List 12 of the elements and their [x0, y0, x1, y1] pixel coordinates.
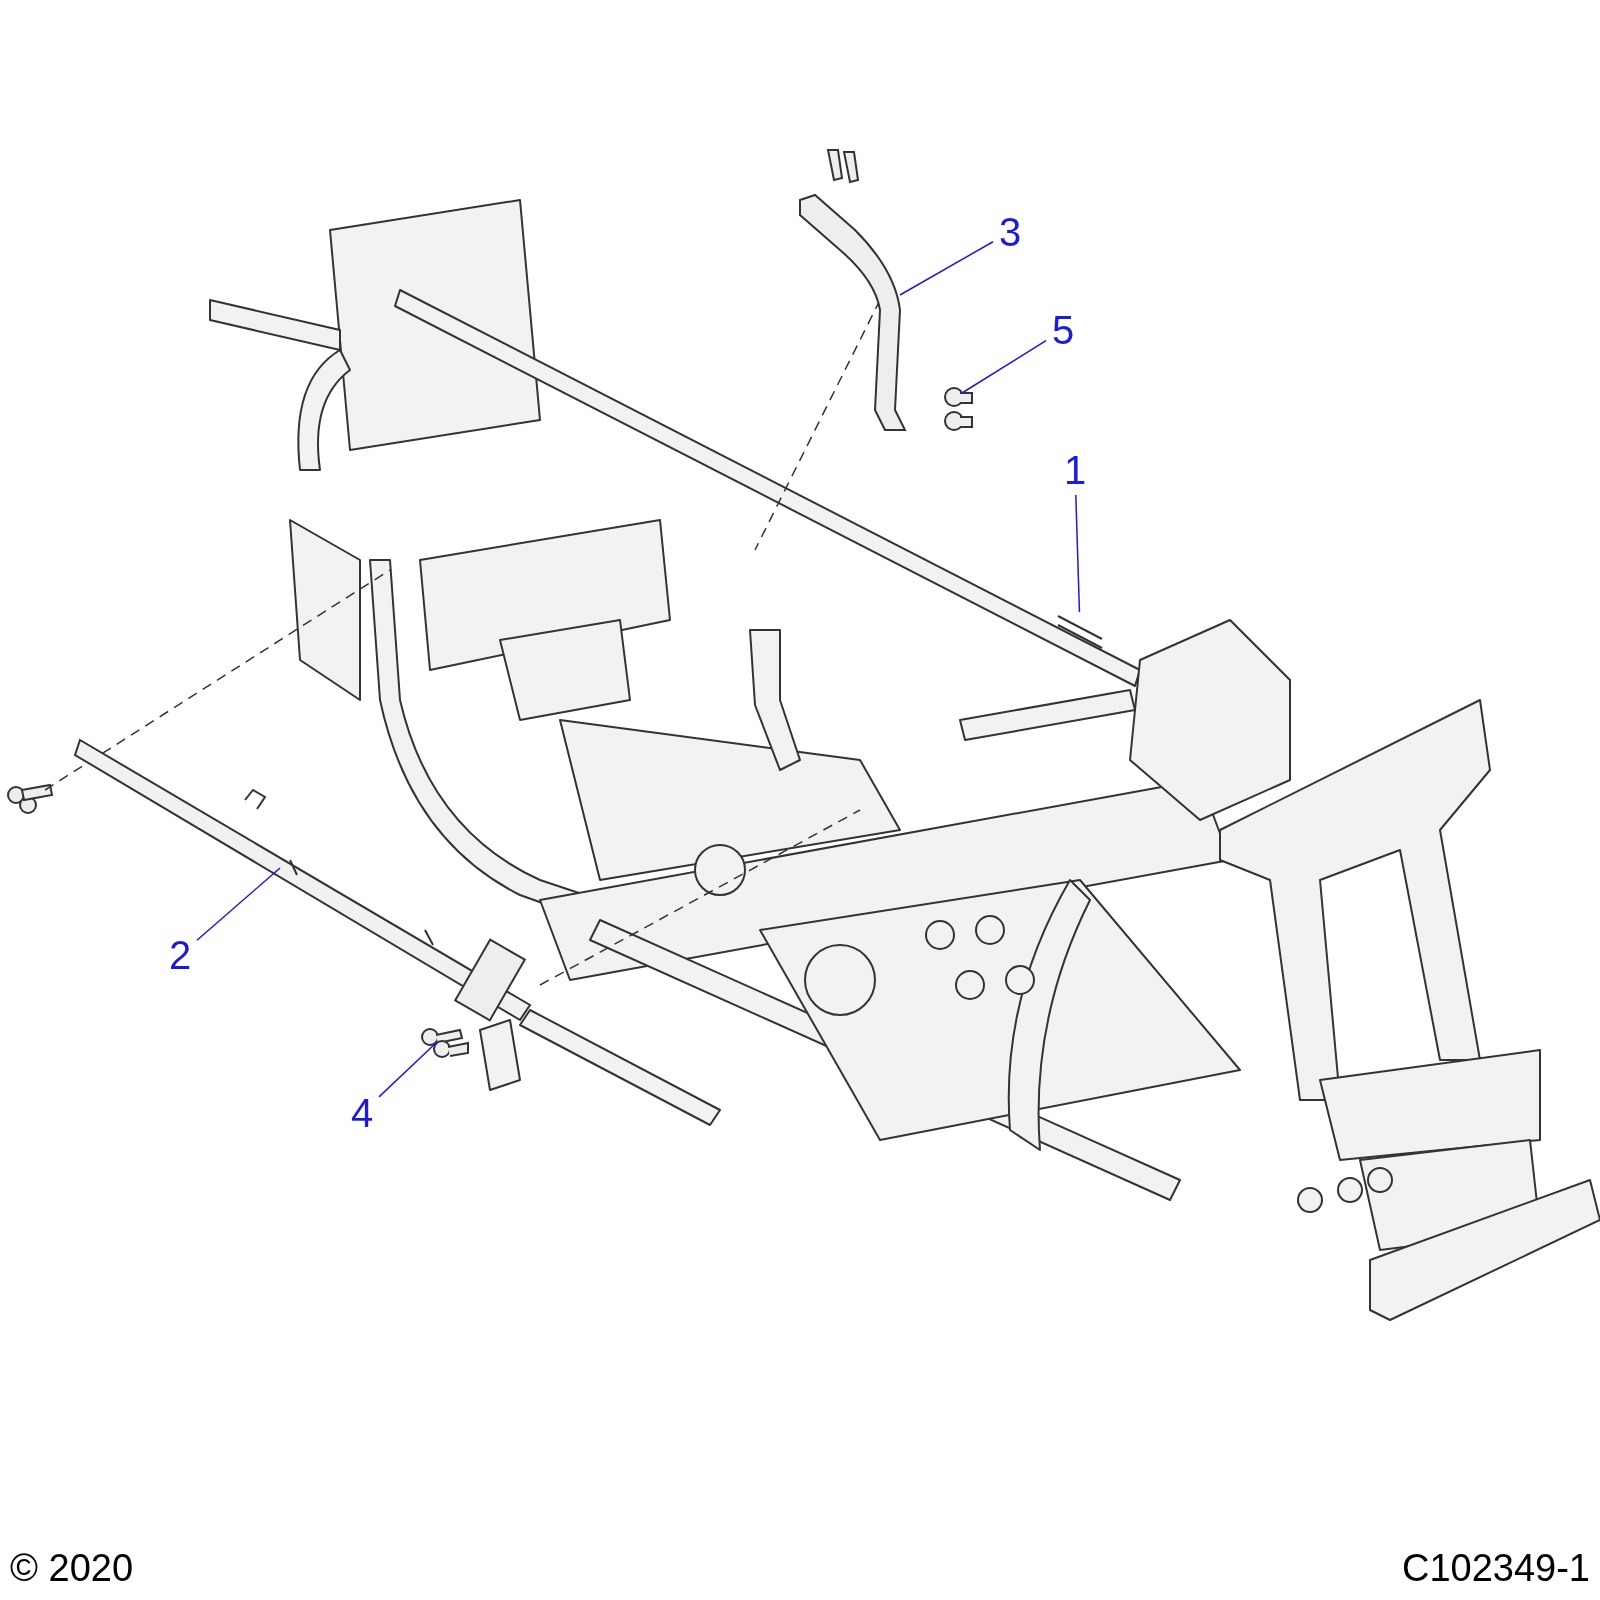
callout-number: 3	[997, 209, 1023, 256]
copyright-text: © 2020	[10, 1546, 134, 1591]
callout-number: 5	[1050, 307, 1076, 354]
leader-line	[378, 1041, 438, 1098]
leader-line	[1075, 494, 1081, 613]
leader-line	[961, 339, 1047, 394]
callout-number: 2	[167, 932, 193, 979]
callout-number: 1	[1062, 447, 1088, 494]
callout-number: 4	[349, 1090, 375, 1137]
leader-line	[196, 867, 281, 941]
drawing-number: C102349-1	[1401, 1546, 1590, 1591]
leader-line	[899, 241, 994, 296]
